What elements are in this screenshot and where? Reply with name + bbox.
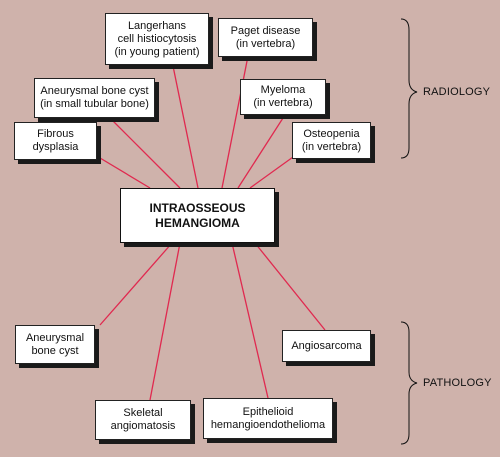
radiology-paget-box: Paget disease (in vertebra)	[218, 18, 313, 57]
pathology-angiosarcoma-box: Angiosarcoma	[282, 330, 371, 362]
pathology-skeletal-box: Skeletal angiomatosis	[95, 400, 191, 440]
connector-osteopenia	[249, 151, 301, 189]
radiology-aneurysmal-box: Aneurysmal bone cyst (in small tubular b…	[34, 78, 155, 118]
pathology-bracket	[400, 321, 418, 445]
connector-epithelioid	[231, 242, 269, 399]
radiology-langerhans-box: Langerhans cell histiocytosis (in young …	[105, 13, 209, 65]
connector-angiosarcoma	[254, 242, 326, 331]
center-hemangioma-box: INTRAOSSEOUS HEMANGIOMA	[120, 188, 275, 243]
connector-abc-radiology	[109, 117, 181, 189]
radiology-fibrous-box: Fibrous dysplasia	[14, 122, 97, 160]
connector-skeletal	[149, 242, 181, 401]
connector-fibrous	[89, 151, 151, 189]
pathology-label: PATHOLOGY	[423, 377, 492, 389]
radiology-myeloma-box: Myeloma (in vertebra)	[240, 79, 326, 115]
connector-myeloma	[237, 117, 284, 189]
radiology-bracket	[400, 18, 418, 159]
radiology-osteopenia-box: Osteopenia (in vertebra)	[292, 122, 371, 159]
connector-langerhans	[172, 65, 199, 189]
connector-paget	[221, 55, 249, 189]
pathology-epithelioid-box: Epithelioid hemangioendothelioma	[203, 398, 333, 439]
pathology-aneurysmal-box: Aneurysmal bone cyst	[15, 325, 95, 364]
connector-abc-pathology	[99, 242, 173, 326]
radiology-label: RADIOLOGY	[423, 86, 491, 98]
